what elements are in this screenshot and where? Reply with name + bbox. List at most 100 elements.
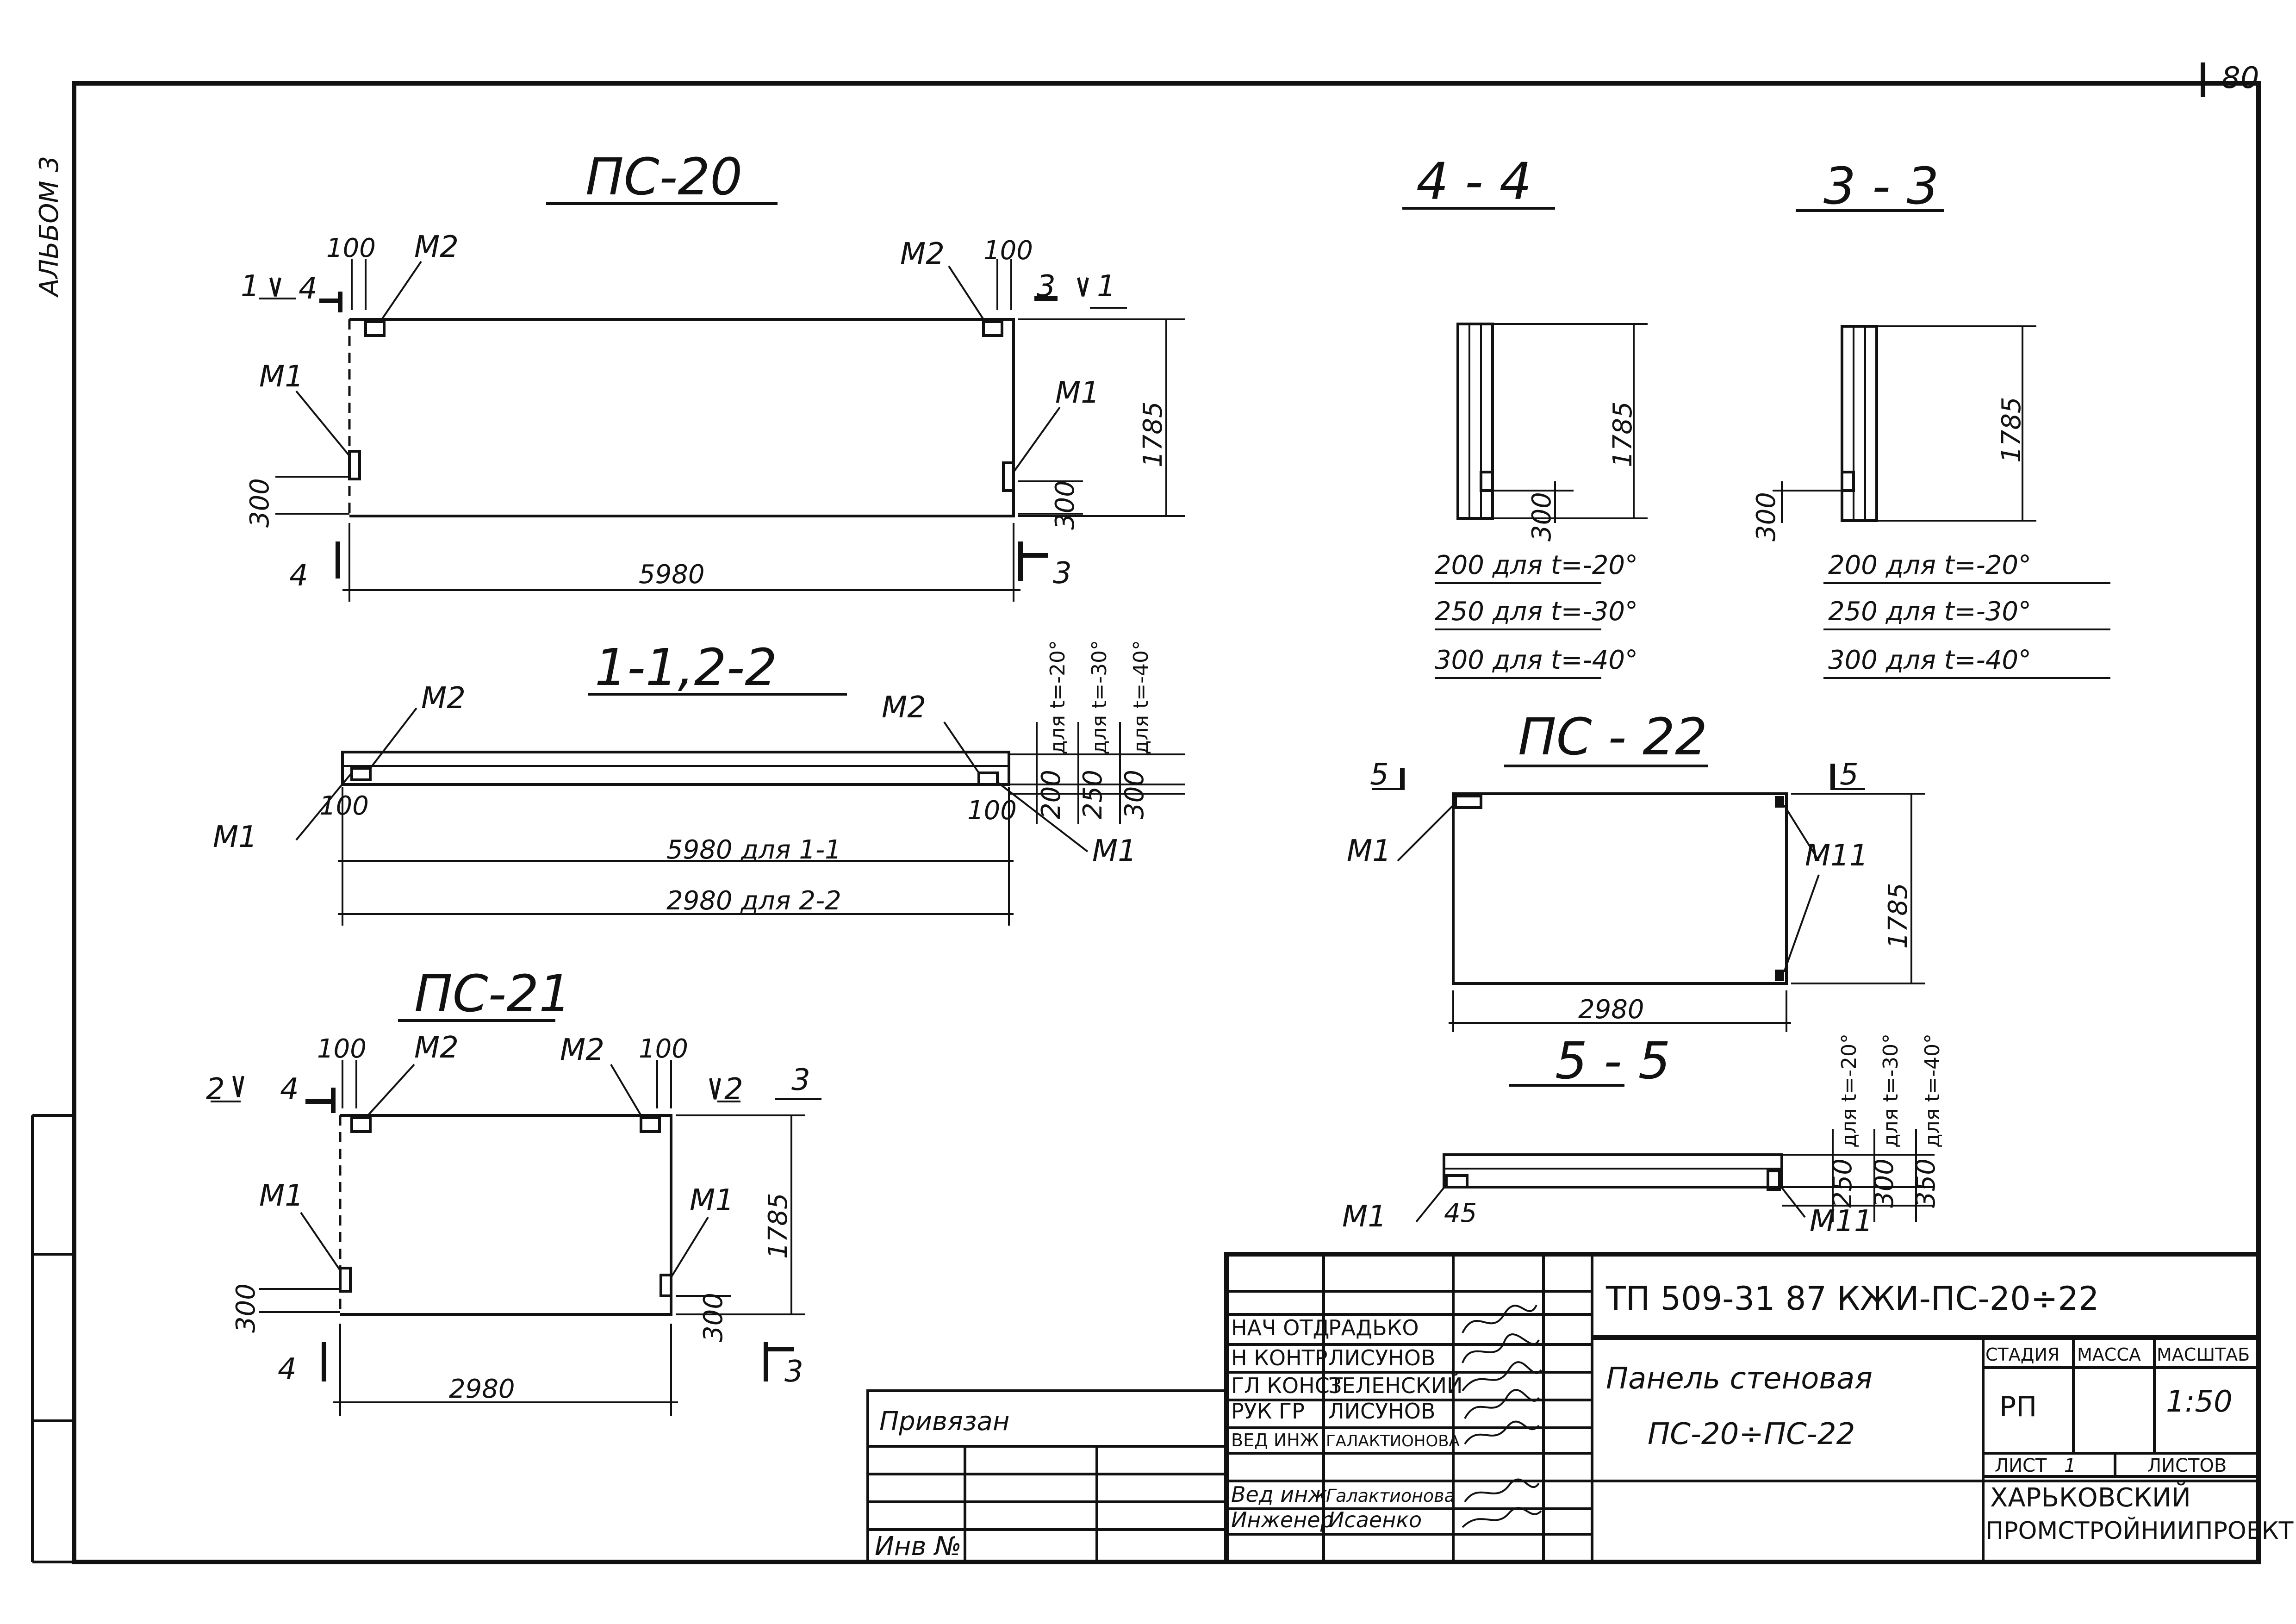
sec55-thickness-350: 350: [1911, 1158, 1941, 1208]
view-ps21: ПС-21 M2 M2: [206, 964, 821, 1416]
binding-label: Привязан: [879, 1406, 1009, 1437]
ps20-section-1: 1: [241, 269, 260, 304]
sec55-thickness-250: 250: [1828, 1158, 1858, 1208]
ps22-section-5-right: 5: [1840, 758, 1859, 792]
ps20-section-3b: 3: [1053, 556, 1072, 591]
sec55-mark-m11: M11: [1810, 1204, 1873, 1238]
sec44-row-30: 250 для t=-30°: [1435, 597, 1638, 627]
sec11-thickness-250: 250: [1078, 770, 1108, 819]
signature-0: [1462, 1305, 1537, 1333]
staff-role-1: Н КОНТР: [1231, 1345, 1328, 1370]
ps20-mark-m2-right: M2: [900, 237, 945, 271]
staff-role-3: РУК ГР: [1231, 1399, 1305, 1424]
ps22-corner-plate-bottom: [1775, 970, 1784, 981]
ps20-dim-edge-right: 100: [983, 236, 1033, 266]
ps20-mark-m1-left: M1: [259, 360, 304, 394]
sec33-dim-height: 1785: [1997, 397, 2027, 463]
sec55-thickness-300: 300: [1869, 1158, 1899, 1208]
ps21-mark-m2-right: M2: [560, 1033, 604, 1067]
sec11-mark-m1-right: M1: [1092, 834, 1137, 868]
document-code: ТП 509-31 87 КЖИ-ПС-20÷22: [1605, 1280, 2099, 1318]
ps22-title: ПС - 22: [1518, 707, 1707, 766]
view-section-3-3: 3 - 3 1785 300 200 для t=-20° 250 для t=…: [1751, 156, 2110, 679]
ps21-section-3: 3: [791, 1063, 810, 1097]
sec11-title: 1-1,2-2: [595, 638, 777, 697]
signature-3: [1464, 1389, 1540, 1419]
page-number: 80: [2221, 61, 2259, 95]
staff-name-1: ЛИСУНОВ: [1328, 1345, 1436, 1370]
sec11-dim-len-1: 5980 для 1-1: [666, 835, 841, 865]
ps20-dim-length: 5980: [639, 560, 705, 590]
staff-name-4: ГАЛАКТИОНОВА: [1326, 1432, 1460, 1450]
mass-header: МАССА: [2077, 1344, 2141, 1365]
ps21-mark-m1-right: M1: [690, 1183, 734, 1218]
ps20-section-3: 3: [1037, 269, 1056, 304]
scale-header: МАСШТАБ: [2157, 1344, 2250, 1365]
ps21-dim-edge-right: 100: [639, 1034, 688, 1064]
sec44-title: 4 - 4: [1416, 152, 1532, 211]
staff-name-5: Галактионова: [1326, 1486, 1455, 1506]
ps21-section-2b: 2: [724, 1072, 743, 1107]
staff-role-4: ВЕД ИНЖ: [1231, 1430, 1319, 1450]
org-line2: ПРОМСТРОЙНИИПРОЕКТ: [1985, 1517, 2294, 1545]
ps21-dim-height: 1785: [763, 1193, 793, 1259]
sec44-dim-height: 1785: [1608, 401, 1638, 467]
ps20-mark-m1-right: M1: [1055, 376, 1100, 410]
stage-value: РП: [1999, 1391, 2037, 1423]
sec55-mark-m1: M1: [1342, 1200, 1387, 1234]
binding-block: Привязан Инв №: [866, 1389, 1228, 1563]
signature-1: [1462, 1333, 1540, 1363]
sec44-row-40: 300 для t=-40°: [1435, 645, 1638, 675]
staff-name-2: ЗЕЛЕНСКИЙ: [1328, 1373, 1462, 1398]
sheet-header: ЛИСТ: [1995, 1455, 2047, 1476]
sec11-mark-m2-left: M2: [421, 681, 466, 716]
ps20-dim-edge-left: 100: [326, 233, 376, 263]
sec33-title: 3 - 3: [1823, 156, 1939, 216]
album-label: АЛЬБОМ 3: [34, 156, 64, 298]
sec11-thickness-300: 300: [1120, 770, 1150, 819]
ps21-section-2: 2: [206, 1072, 225, 1107]
ps21-dim-edge-left: 100: [317, 1034, 367, 1064]
ps21-mark-m1-left: M1: [259, 1179, 304, 1213]
ps20-section-4: 4: [299, 272, 317, 306]
sec33-row-40: 300 для t=-40°: [1828, 645, 2031, 675]
staff-role-2: ГЛ КОНСТ: [1231, 1373, 1343, 1398]
ps21-section-3b: 3: [784, 1355, 803, 1389]
sec55-temp-20: для t=-20°: [1837, 1033, 1861, 1148]
ps21-title: ПС-21: [414, 964, 571, 1023]
org-line1: ХАРЬКОВСКИЙ: [1990, 1482, 2191, 1513]
sec11-thickness-200: 200: [1036, 770, 1066, 819]
sec44-dim-offset: 300: [1527, 492, 1557, 541]
sec55-temp-30: для t=-30°: [1879, 1033, 1903, 1148]
ps20-title: ПС-20: [585, 147, 742, 206]
ps21-dim-offset-right: 300: [698, 1293, 728, 1342]
staff-role-6: Инженер: [1231, 1507, 1334, 1532]
inventory-label: Инв №: [875, 1531, 962, 1562]
sec55-temp-40: для t=-40°: [1921, 1033, 1944, 1148]
staff-name-0: РАДЬКО: [1328, 1315, 1419, 1340]
staff-role-0: НАЧ ОТД: [1231, 1315, 1329, 1340]
view-ps22: ПС - 22 M1 M11 1785 2980 5 5: [1347, 707, 1925, 1032]
sec33-row-20: 200 для t=-20°: [1828, 550, 2031, 580]
ps20-dim-height: 1785: [1138, 401, 1168, 467]
signature-2: [1462, 1361, 1542, 1392]
sec44-row-20: 200 для t=-20°: [1435, 550, 1638, 580]
sec11-dim-edge-left: 100: [319, 791, 369, 821]
sec11-dim-edge-right: 100: [967, 796, 1017, 826]
sec33-dim-offset: 300: [1751, 492, 1781, 541]
ps21-dim-offset-left: 300: [231, 1283, 261, 1333]
ps22-dim-length: 2980: [1578, 995, 1644, 1025]
view-section-1-1-2-2: 1-1,2-2 M2 M2 M1 M1 100 100 5980 для 1-1…: [213, 638, 1185, 926]
stage-header: СТАДИЯ: [1985, 1344, 2060, 1365]
sheets-header: ЛИСТОВ: [2147, 1455, 2227, 1476]
staff-role-5: Вед инж: [1231, 1482, 1327, 1507]
staff-name-3: ЛИСУНОВ: [1328, 1399, 1436, 1424]
ps22-section-5-left: 5: [1370, 758, 1389, 792]
staff-name-6: Исаенко: [1328, 1507, 1422, 1532]
sec11-dim-len-2: 2980 для 2-2: [666, 886, 841, 916]
ps21-section-4b: 4: [278, 1352, 297, 1387]
ps21-mark-m2-left: M2: [414, 1031, 459, 1065]
product-name-line1: Панель стеновая: [1606, 1362, 1873, 1396]
sec11-temp-40: для t=-40°: [1129, 640, 1153, 754]
